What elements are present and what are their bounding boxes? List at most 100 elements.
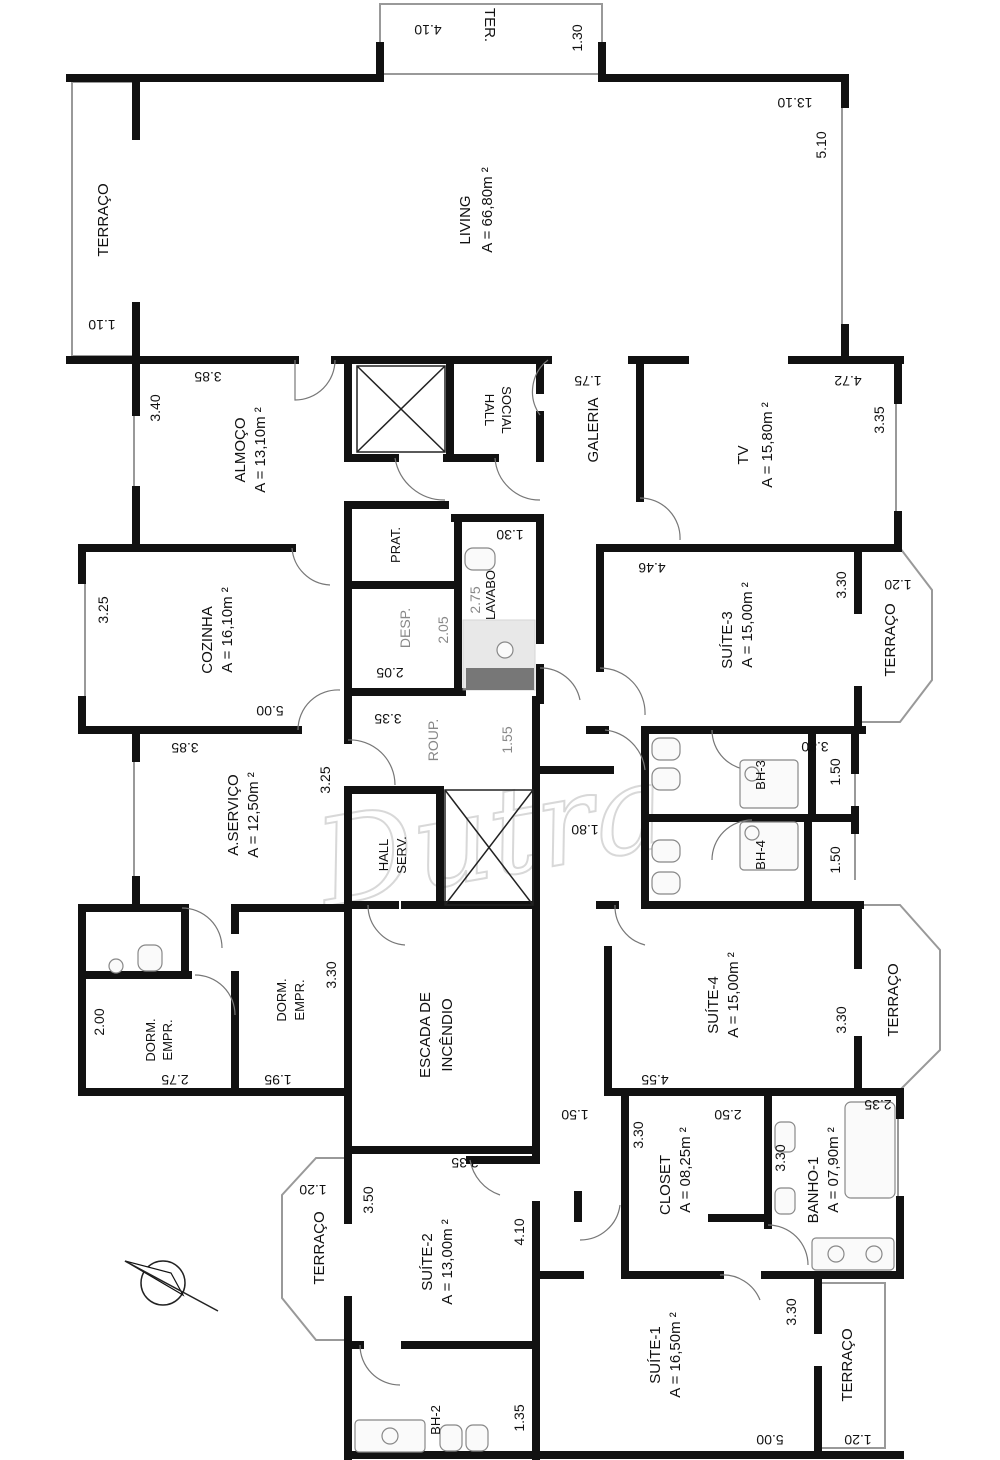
north-arrow-icon xyxy=(124,1260,219,1312)
terraco-left-dim: 1.10 xyxy=(88,317,115,333)
dorm-empr1-dim-b: 2.75 xyxy=(161,1072,188,1088)
suite1-label: SUÍTE-1 xyxy=(647,1326,664,1384)
roup-dim-b: 1.55 xyxy=(499,726,515,753)
desp-label: DESP. xyxy=(397,608,413,648)
suite1-dim-b: 5.00 xyxy=(756,1432,783,1448)
desp-dim-b: 2.05 xyxy=(376,665,403,681)
roup-dim-a: 3.35 xyxy=(374,711,401,727)
banho1-label: BANHO-1 xyxy=(805,1157,822,1224)
suite1-dim-a: 3.30 xyxy=(783,1298,799,1325)
dorm-empr2-dim-a: 3.30 xyxy=(323,961,339,988)
suite4-dim-a: 4.55 xyxy=(641,1072,668,1088)
closet-area: A = 08,25m ² xyxy=(677,1127,694,1212)
tv-dim-a: 4.72 xyxy=(834,373,861,389)
galeria-dim: 1.75 xyxy=(574,373,601,389)
suite2-dim-b: 3.50 xyxy=(360,1186,376,1213)
dorm-empr2-label-2: EMPR. xyxy=(292,979,307,1020)
ter-top-label: TER. xyxy=(481,8,498,42)
terraco-s3-label: TERRAÇO xyxy=(882,603,899,676)
ter-top-dim-b: 1.30 xyxy=(569,24,585,51)
almoco-label: ALMOÇO xyxy=(232,417,249,482)
tv-label: TV xyxy=(735,445,752,464)
living-area: A = 66,80m ² xyxy=(479,167,496,252)
banho1-dim-a: 3.30 xyxy=(772,1144,788,1171)
closet-dim-a: 3.30 xyxy=(630,1121,646,1148)
almoco-dim-a: 3.85 xyxy=(194,369,221,385)
bh3-label: BH-3 xyxy=(753,760,768,790)
aservico-dim-b: 3.25 xyxy=(317,766,333,793)
hall-serv-dim: 1.80 xyxy=(571,822,598,838)
aservico-area: A = 12,50m ² xyxy=(245,772,262,857)
dorm-empr1-label: DORM. xyxy=(143,1018,158,1061)
terraco-s2-dim: 1.20 xyxy=(299,1182,326,1198)
terraco-s2-label: TERRAÇO xyxy=(311,1211,328,1284)
suite3-dim-a: 4.46 xyxy=(638,560,665,576)
cozinha-label: COZINHA xyxy=(199,606,216,674)
bh2-dim: 1.35 xyxy=(511,1404,527,1431)
terraco-s3-dim: 1.20 xyxy=(884,577,911,593)
suite3-area: A = 15,00m ² xyxy=(739,582,756,667)
dorm-empr2-label: DORM. xyxy=(274,978,289,1021)
bh4-dim: 1.50 xyxy=(827,846,843,873)
roup-label: ROUP. xyxy=(425,719,441,762)
dorm-empr1-label-2: EMPR. xyxy=(160,1019,175,1060)
suite2-dim-c: 4.10 xyxy=(511,1218,527,1245)
walls xyxy=(66,42,904,1460)
terraco-left-label: TERRAÇO xyxy=(95,183,112,256)
banho1-dim-b: 2.35 xyxy=(864,1097,891,1113)
elevator-shaft-service xyxy=(444,789,534,906)
room-labels: TER. 4.10 1.30 TERRAÇO 1.10 LIVING A = 6… xyxy=(88,8,911,1448)
closet-label: CLOSET xyxy=(657,1155,674,1215)
almoco-area: A = 13,10m ² xyxy=(252,407,269,492)
bh3-dim-a: 3.80 xyxy=(801,739,828,755)
terraco-s4-label: TERRAÇO xyxy=(885,963,902,1036)
cozinha-dim-b: 5.00 xyxy=(256,703,283,719)
cozinha-dim-a: 3.25 xyxy=(95,596,111,623)
desp-dim-a: 2.05 xyxy=(435,616,451,643)
suite2-label: SUÍTE-2 xyxy=(419,1233,436,1291)
ter-top-dim-a: 4.10 xyxy=(414,22,441,38)
closet-dim-b: 2.50 xyxy=(714,1107,741,1123)
terraco-s1-dim: 1.20 xyxy=(844,1432,871,1448)
prat-label: PRAT. xyxy=(388,527,403,563)
dorm-empr2-dim-b: 1.95 xyxy=(264,1072,291,1088)
suite2-dim-a: 3.35 xyxy=(451,1155,478,1171)
dorm-empr1-dim-a: 2.00 xyxy=(91,1008,107,1035)
living-label: LIVING xyxy=(457,195,474,244)
lavabo-dim-b: 2.75 xyxy=(467,586,483,613)
lavabo-label: LAVABO xyxy=(483,570,498,620)
tv-area: A = 15,80m ² xyxy=(759,402,776,487)
banho1-area: A = 07,90m ² xyxy=(825,1127,842,1212)
terraco-s1-label: TERRAÇO xyxy=(839,1328,856,1401)
suite2-area: A = 13,00m ² xyxy=(439,1219,456,1304)
aservico-dim-a: 3.85 xyxy=(171,740,198,756)
escada-label-2: INCÊNDIO xyxy=(439,998,456,1071)
escada-label: ESCADA DE xyxy=(417,992,434,1078)
suite3-label: SUÍTE-3 xyxy=(719,611,736,669)
almoco-dim-b: 3.40 xyxy=(147,394,163,421)
galeria-label: GALERIA xyxy=(585,397,602,462)
bh2-label: BH-2 xyxy=(428,1405,443,1435)
bh3-dim-b: 1.50 xyxy=(827,758,843,785)
hall-social-label-2: SOCIAL xyxy=(499,386,514,434)
hall-social-label: HALL xyxy=(482,394,497,427)
aservico-label: A.SERVIÇO xyxy=(225,774,242,855)
hall-serv-label-2: SERV. xyxy=(394,836,409,874)
corridor-dim: 1.50 xyxy=(561,1107,588,1123)
suite4-label: SUÍTE-4 xyxy=(705,976,722,1034)
cozinha-area: A = 16,10m ² xyxy=(219,587,236,672)
lavabo-dim-a: 1.30 xyxy=(496,527,523,543)
suite4-dim-b: 3.30 xyxy=(833,1006,849,1033)
suite3-dim-b: 3.30 xyxy=(833,571,849,598)
suite4-area: A = 15,00m ² xyxy=(725,952,742,1037)
door-swings xyxy=(181,359,809,1386)
living-dim-b: 5.10 xyxy=(813,131,829,158)
living-dim-a: 13.10 xyxy=(777,95,812,111)
bh4-label: BH-4 xyxy=(753,840,768,870)
bathroom-fixtures xyxy=(108,547,896,1453)
tv-dim-b: 3.35 xyxy=(871,406,887,433)
hall-serv-label: HALL xyxy=(376,839,391,872)
elevator-shaft-top xyxy=(356,365,446,453)
suite1-area: A = 16,50m ² xyxy=(667,1312,684,1397)
